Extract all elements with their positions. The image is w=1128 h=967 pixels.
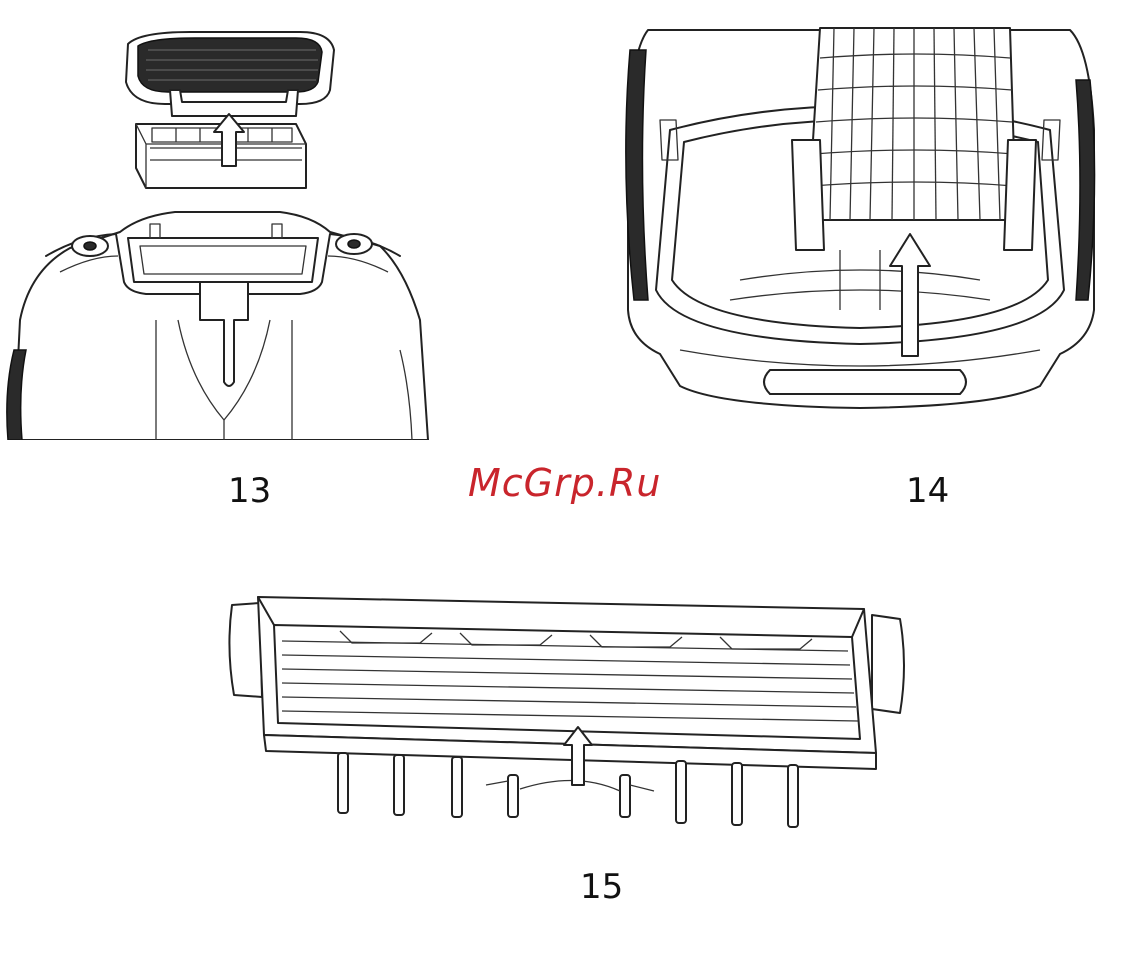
figure-14-illustration: [620, 10, 1100, 420]
figure-number-15: 15: [580, 870, 623, 904]
figure-14-drawing: [620, 10, 1100, 420]
figure-number-14: 14: [906, 474, 949, 508]
figure-13-illustration: [0, 20, 440, 440]
figure-15-drawing: [220, 585, 920, 830]
figure-13-drawing: [0, 20, 440, 440]
site-watermark: McGrp.Ru: [468, 464, 661, 502]
figure-15-illustration: [220, 585, 920, 830]
figure-number-13: 13: [228, 474, 271, 508]
